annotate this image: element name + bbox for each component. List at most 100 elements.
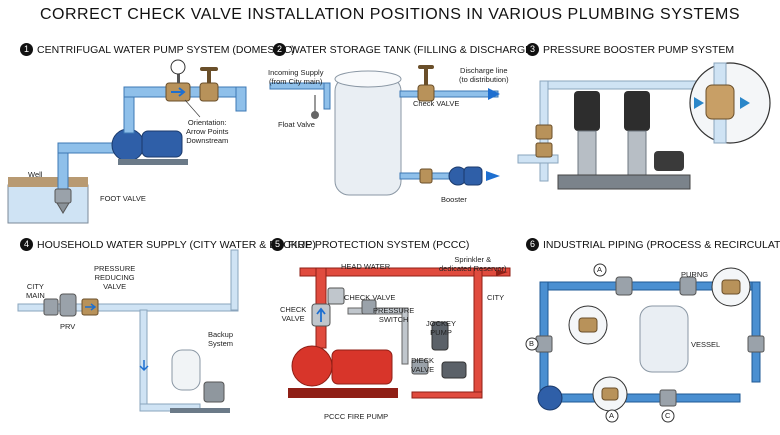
recirc-valve-c	[659, 389, 677, 407]
p4-backup-text-1: Backup	[208, 330, 234, 339]
main-valve	[43, 298, 59, 316]
panel-6-number: 6	[526, 238, 539, 251]
panel-1-drawing	[7, 59, 247, 224]
p5-jockey-text: JOCKEY	[426, 319, 457, 328]
p5-valve-text: VALVE	[281, 314, 305, 323]
p1-foot-valve-label: FOOT VALVE	[100, 194, 146, 203]
panel-1-number: 1	[20, 43, 33, 56]
booster-check-valve-2	[535, 142, 553, 158]
p2-float-valve-label: Float Valve	[278, 120, 315, 129]
process-right-pipe	[751, 281, 761, 383]
panel-3-number: 3	[526, 43, 539, 56]
callout-arrow-left-icon	[694, 97, 704, 109]
backup-base	[170, 408, 230, 413]
process-vessel	[639, 305, 689, 373]
p4-backup-text-2: System	[208, 339, 234, 348]
orientation-leader	[184, 99, 201, 118]
p6-b-label: B	[529, 339, 535, 348]
booster-discharge-header	[539, 80, 701, 90]
panel-4-title-text: HOUSEHOLD WATER SUPPLY (CITY WATER & BAC…	[37, 239, 316, 251]
recirculation-pipe	[539, 393, 741, 403]
well-water	[7, 184, 89, 224]
panel-6-drawing	[525, 263, 765, 423]
panel-3-title: 3 PRESSURE BOOSTER PUMP SYSTEM	[526, 43, 734, 56]
left-check-valve	[578, 317, 598, 333]
fire-main-header	[299, 267, 511, 277]
panel-2-drawing	[269, 65, 500, 196]
p5-dieck-text: DIECK	[411, 356, 434, 365]
panel-3-title-text: PRESSURE BOOSTER PUMP SYSTEM	[543, 44, 735, 56]
pump-motor	[141, 130, 183, 158]
panel-6-title-text: INDUSTRIAL PIPING (PROCESS & RECIRCULATI…	[543, 239, 780, 251]
p5-check-text: CHECK	[280, 305, 307, 314]
p5-switch-text: SWITCH	[378, 315, 409, 324]
centrifugal-pump	[111, 128, 145, 162]
booster-pump-1-body	[577, 130, 597, 176]
house-riser-pipe	[230, 249, 239, 311]
foot-valve	[54, 188, 72, 204]
panel-2-number: 2	[273, 43, 286, 56]
p1-orientation-text: Orientation:	[187, 118, 227, 127]
p2-discharge-text-1: Discharge line	[460, 66, 508, 75]
fire-bottom-pipe	[411, 391, 483, 399]
suction-horizontal-pipe	[57, 142, 119, 154]
pump-skid	[557, 174, 691, 190]
purge-check-valve	[721, 279, 741, 295]
p2-check-valve-label: Check VALVE	[413, 99, 460, 108]
pressure-gauge-icon	[170, 59, 186, 75]
page-title: CORRECT CHECK VALVE INSTALLATION POSITIO…	[39, 6, 740, 23]
p4-reducing-text: REDUCING	[94, 273, 135, 282]
booster-pump-2-motor	[624, 91, 650, 131]
p2-discharge-label: Discharge line(to distribution)	[459, 66, 509, 84]
discharge-down-pipe	[235, 86, 247, 112]
side-valve-right	[747, 335, 765, 353]
booster-motor-3	[654, 151, 684, 171]
p6-c-label: C	[665, 411, 671, 420]
p2-incoming-text-2: (from City main)	[269, 77, 323, 86]
fire-pump-motor	[331, 349, 393, 385]
incoming-drop-pipe	[323, 82, 331, 110]
p5-valve2-text: VALVE	[411, 365, 435, 374]
p5-sprinkler-text-1: Sprinkler &	[454, 255, 492, 264]
prv-valve	[59, 293, 77, 317]
booster-pump-2-body	[627, 130, 647, 176]
discharge-line-pipe	[399, 90, 499, 98]
p5-pump-text: PUMP	[430, 328, 452, 337]
backup-pressure-tank	[171, 349, 201, 391]
gate-valve-handwheel	[200, 67, 218, 71]
p6-vessel-label: VESSEL	[691, 340, 721, 349]
check-valve-arrow-icon	[171, 87, 186, 97]
p6-a1-label: A	[597, 265, 603, 274]
process-valve-a	[615, 276, 633, 296]
well-ground	[8, 177, 88, 187]
marker-c	[661, 409, 675, 423]
marker-a-bottom	[605, 409, 619, 423]
float-valve-ball	[311, 111, 319, 119]
p2-discharge-text-2: (to distribution)	[459, 75, 509, 84]
p5-sprinkler-text-2: dedicated Reservor)	[439, 264, 507, 273]
p4-valve-text: VALVE	[103, 282, 127, 291]
booster-motor	[463, 166, 483, 186]
p5-check-valve-top-label: CHECK VALVE	[344, 293, 396, 302]
marker-a-top	[593, 263, 607, 277]
panel-4-number: 4	[20, 238, 33, 251]
p1-downstream-text: Downstream	[186, 136, 229, 145]
jockey-pump	[431, 321, 449, 351]
panel-5-title-text: FIRE PROTECTION SYSTEM (PCCC)	[288, 239, 470, 251]
booster-pump-1-motor	[574, 91, 600, 131]
panel-4-drawing	[17, 249, 239, 413]
booster-check-valve-1	[535, 124, 553, 140]
fire-pump-base	[288, 388, 398, 398]
callout-check-valve	[705, 84, 735, 120]
